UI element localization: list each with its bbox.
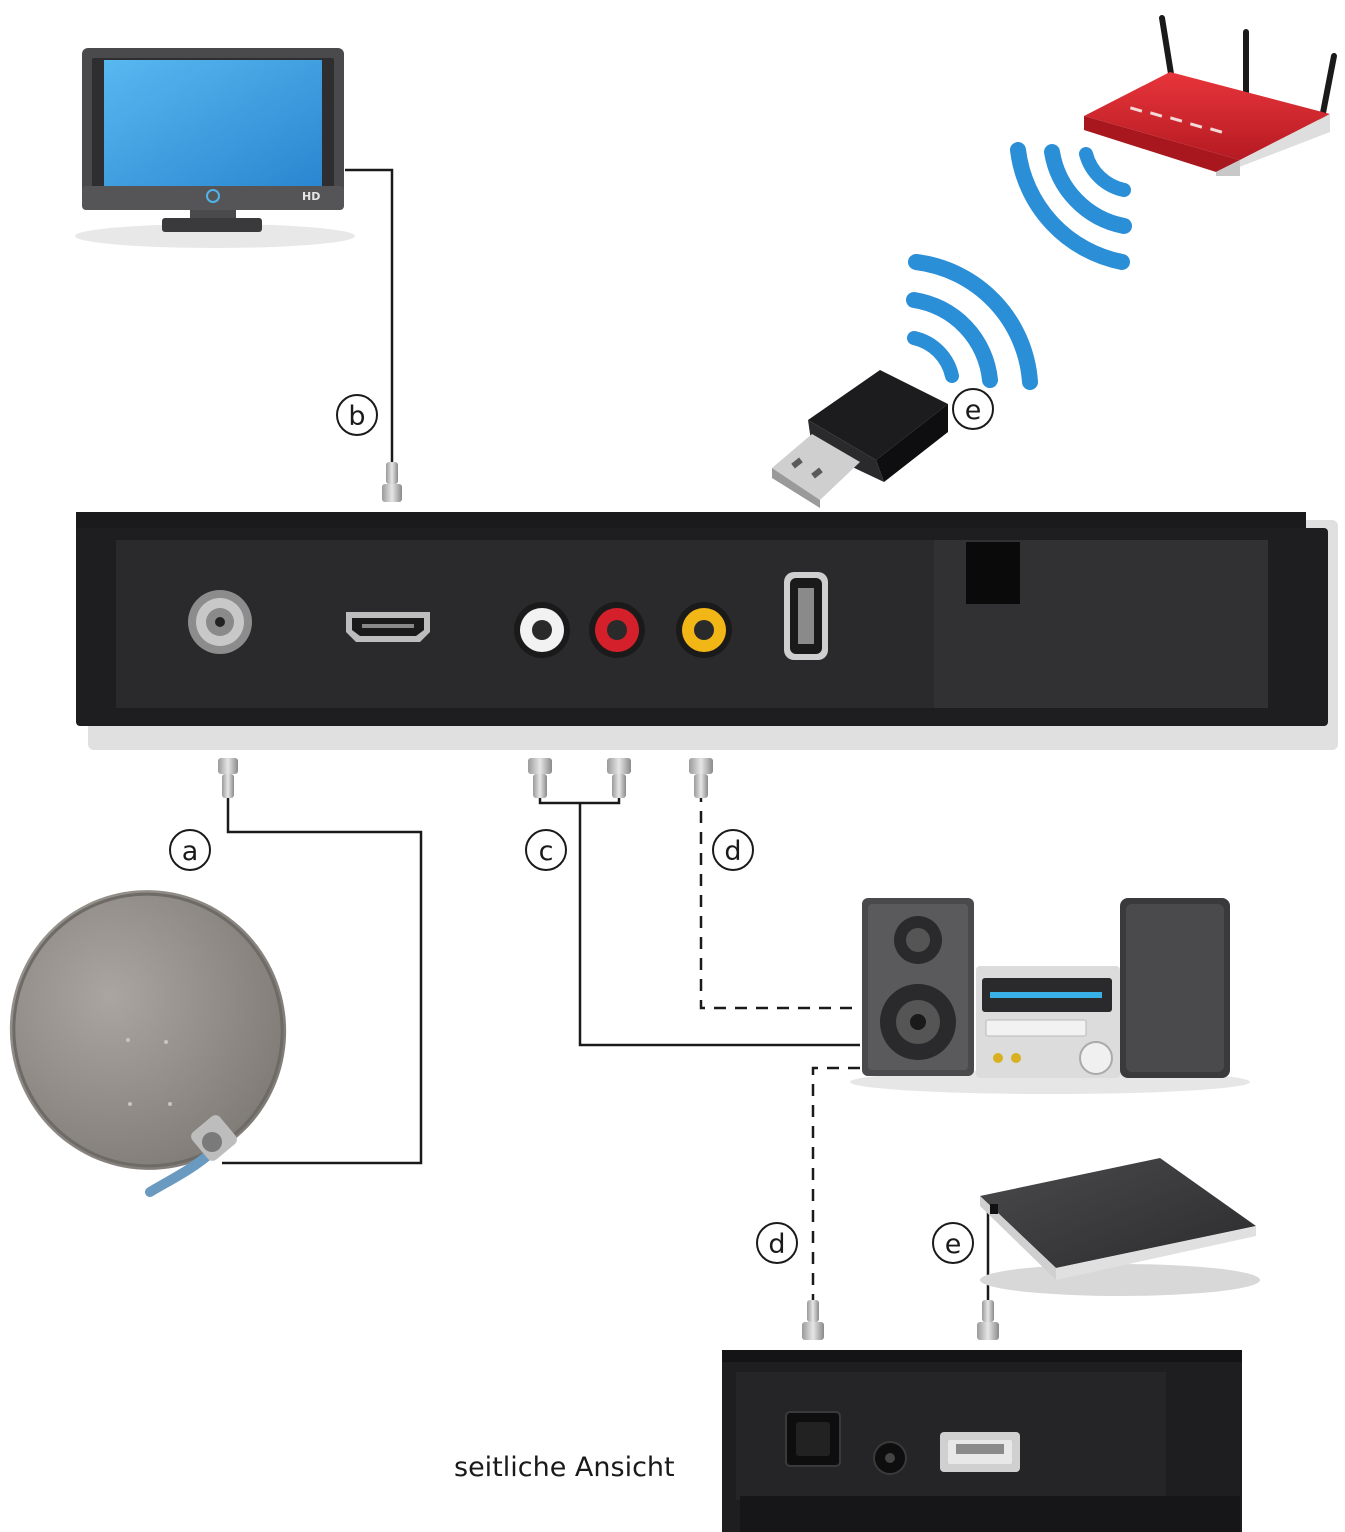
port-rca-white: [514, 602, 570, 658]
cable-c-audio: [538, 790, 621, 805]
svg-text:a: a: [182, 836, 199, 867]
cable-c-audio-run: [578, 803, 860, 1047]
callout-e-top: e: [952, 388, 994, 430]
svg-text:b: b: [348, 401, 365, 432]
satellite-dish-icon: [9, 890, 287, 1197]
port-usb-side: [940, 1432, 1020, 1472]
cable-d-bottom: [811, 1066, 860, 1318]
callout-b: b: [336, 394, 378, 436]
hifi-system-icon: [850, 898, 1250, 1094]
port-hdmi: [346, 612, 430, 642]
usb-wifi-stick-icon: [772, 370, 948, 508]
cable-b-hdmi: [345, 168, 394, 462]
cable-a-coax: [222, 790, 423, 1165]
tv-icon: HD: [75, 48, 355, 248]
callout-d-bottom: d: [756, 1222, 798, 1264]
cable-d-top: [699, 790, 860, 1010]
callout-c: c: [525, 829, 567, 871]
external-hdd-icon: [980, 1158, 1260, 1296]
port-audio-jack: [873, 1441, 907, 1475]
receiver-icon: [76, 512, 1338, 750]
svg-text:e: e: [945, 1229, 962, 1260]
callout-d-top: d: [712, 829, 754, 871]
port-optical: [785, 1411, 841, 1467]
svg-text:c: c: [539, 836, 554, 867]
plug-e-bottom: [977, 1300, 999, 1340]
side-view-receiver-icon: [722, 1350, 1242, 1532]
side-view-caption: seitliche Ansicht: [454, 1452, 675, 1483]
port-sat-coax: [188, 590, 252, 654]
callout-e-bottom: e: [932, 1222, 974, 1264]
plug-c-left: [528, 758, 552, 798]
router-icon: [1084, 15, 1337, 176]
callouts: a b c d d e e: [169, 388, 994, 1264]
cables: [222, 168, 998, 1318]
plug-d-top: [689, 758, 713, 798]
plug-d-bottom: [802, 1300, 824, 1340]
port-rca-red: [589, 602, 645, 658]
plug-a: [218, 758, 238, 798]
port-usb-rear: [784, 572, 828, 660]
callout-a: a: [169, 829, 211, 871]
port-rca-yellow: [676, 602, 732, 658]
tv-hd-badge: HD: [302, 190, 320, 203]
wifi-icon: [906, 142, 1132, 390]
svg-text:d: d: [724, 836, 741, 867]
svg-text:e: e: [965, 395, 982, 426]
cable-plugs: [218, 462, 999, 1340]
svg-text:d: d: [768, 1229, 785, 1260]
plug-c-right: [607, 758, 631, 798]
plug-b: [382, 462, 402, 502]
